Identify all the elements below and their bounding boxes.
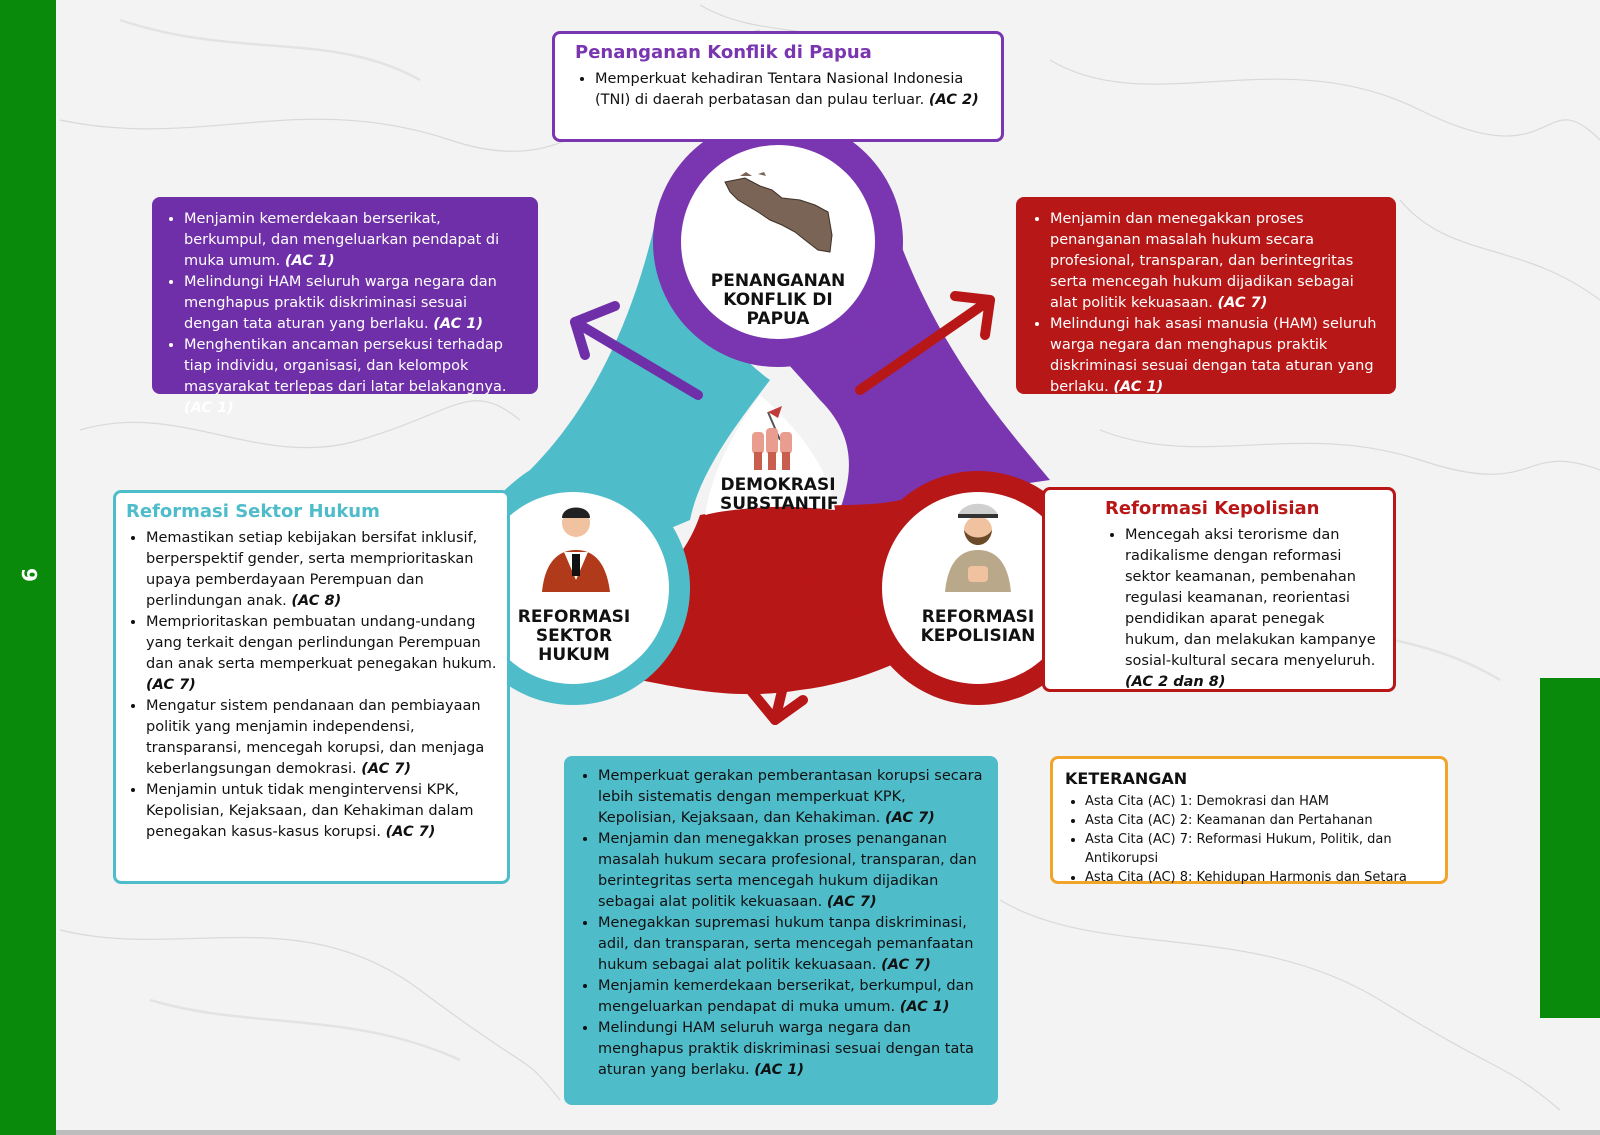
list-item: Mencegah aksi terorisme dan radikalisme … (1125, 525, 1381, 693)
papua-box-title: Penanganan Konflik di Papua (575, 42, 872, 63)
red-box-list: Menjamin dan menegakkan proses penangana… (1030, 209, 1384, 398)
list-item: Memperkuat gerakan pemberantasan korupsi… (598, 766, 986, 829)
item-text: Menjamin kemerdekaan berserikat, berkump… (598, 978, 974, 1015)
legend-item: Asta Cita (AC) 1: Demokrasi dan HAM (1085, 792, 1433, 811)
list-item: Menghentikan ancaman persekusi terhadap … (184, 335, 526, 419)
item-text: Menjamin dan menegakkan proses penangana… (598, 831, 977, 910)
list-item: Memprioritaskan pembuatan undang-undang … (146, 612, 497, 696)
asta-cita-tag: (AC 7) (884, 810, 935, 826)
arrow-down (747, 570, 815, 725)
asta-cita-tag: (AC 7) (1217, 295, 1268, 311)
asta-cita-tag: (AC 2) (928, 92, 979, 108)
item-text: Memperkuat gerakan pemberantasan korupsi… (598, 768, 983, 826)
list-item: Menjamin kemerdekaan berserikat, berkump… (184, 209, 526, 272)
item-text: Melindungi HAM seluruh warga negara dan … (598, 1020, 974, 1078)
list-item: Mengatur sistem pendanaan dan pembiayaan… (146, 696, 497, 780)
hukum-circle-label: REFORMASI SEKTOR HUKUM (517, 607, 631, 665)
item-text: Melindungi HAM seluruh warga negara dan … (184, 274, 497, 332)
left-green-bar (0, 0, 56, 1135)
police-officer-icon (945, 503, 1011, 592)
list-item: Menjamin untuk tidak mengintervensi KPK,… (146, 780, 497, 843)
item-text: Menghentikan ancaman persekusi terhadap … (184, 337, 507, 395)
papua-circle-label: PENANGANAN KONFLIK DI PAPUA (710, 271, 846, 329)
center-label: DEMOKRASI SUBSTANTIF (720, 475, 839, 514)
protest-fists-icon (752, 406, 792, 470)
right-green-tab (1540, 678, 1600, 1018)
legend-item: Asta Cita (AC) 8: Kehidupan Harmonis dan… (1085, 868, 1433, 887)
list-item: Menjamin dan menegakkan proses penangana… (1050, 209, 1384, 314)
kepolisian-box-title: Reformasi Kepolisian (1105, 498, 1320, 519)
hukum-box-title: Reformasi Sektor Hukum (126, 501, 380, 522)
asta-cita-tag: (AC 1) (284, 253, 335, 269)
asta-cita-tag: (AC 7) (385, 824, 436, 840)
asta-cita-tag: (AC 1) (1113, 379, 1164, 395)
asta-cita-tag: (AC 7) (881, 957, 931, 973)
teal-box: Memperkuat gerakan pemberantasan korupsi… (564, 756, 998, 1105)
asta-cita-tag: (AC 1) (433, 316, 484, 332)
item-text: Memastikan setiap kebijakan bersifat ink… (146, 530, 478, 609)
item-text: Memprioritaskan pembuatan undang-undang … (146, 614, 497, 672)
teal-box-list: Memperkuat gerakan pemberantasan korupsi… (578, 766, 986, 1081)
judge-icon (542, 507, 610, 592)
asta-cita-tag: (AC 7) (826, 894, 877, 910)
list-item: Memperkuat kehadiran Tentara Nasional In… (595, 69, 983, 111)
list-item: Memastikan setiap kebijakan bersifat ink… (146, 528, 497, 612)
legend-item: Asta Cita (AC) 7: Reformasi Hukum, Polit… (1085, 830, 1433, 868)
item-text: Menjamin untuk tidak mengintervensi KPK,… (146, 782, 474, 840)
arrow-upper-left (570, 301, 703, 400)
asta-cita-tag: (AC 7) (361, 761, 411, 777)
asta-cita-tag: (AC 7) (146, 677, 196, 693)
keterangan-list: Asta Cita (AC) 1: Demokrasi dan HAMAsta … (1065, 792, 1433, 887)
asta-cita-tag: (AC 1) (184, 400, 234, 416)
papua-map-icon (724, 172, 833, 253)
arrow-upper-right (855, 291, 995, 395)
purple-box: Menjamin kemerdekaan berserikat, berkump… (152, 197, 538, 416)
item-text: Mengatur sistem pendanaan dan pembiayaan… (146, 698, 485, 777)
asta-cita-tag: (AC 8) (291, 593, 342, 609)
item-text: Menegakkan supremasi hukum tanpa diskrim… (598, 915, 974, 973)
keterangan-box: KETERANGAN Asta Cita (AC) 1: Demokrasi d… (1050, 756, 1448, 887)
papua-box-list: Memperkuat kehadiran Tentara Nasional In… (575, 69, 983, 111)
list-item: Menegakkan supremasi hukum tanpa diskrim… (598, 913, 986, 976)
item-text: Mencegah aksi terorisme dan radikalisme … (1125, 527, 1376, 669)
hukum-box-list: Memastikan setiap kebijakan bersifat ink… (126, 528, 497, 843)
keterangan-title: KETERANGAN (1065, 769, 1188, 788)
legend-item: Asta Cita (AC) 2: Keamanan dan Pertahana… (1085, 811, 1433, 830)
kepolisian-box-list: Mencegah aksi terorisme dan radikalisme … (1105, 525, 1381, 693)
asta-cita-tag: (AC 1) (899, 999, 950, 1015)
list-item: Melindungi HAM seluruh warga negara dan … (598, 1018, 986, 1081)
list-item: Melindungi hak asasi manusia (HAM) selur… (1050, 314, 1384, 398)
list-item: Menjamin dan menegakkan proses penangana… (598, 829, 986, 913)
bottom-divider (56, 1130, 1600, 1135)
papua-box: Penanganan Konflik di Papua Memperkuat k… (552, 31, 1004, 142)
item-text: Melindungi hak asasi manusia (HAM) selur… (1050, 316, 1377, 395)
kepolisian-box: Reformasi Kepolisian Mencegah aksi teror… (1042, 487, 1396, 692)
asta-cita-tag: (AC 1) (754, 1062, 805, 1078)
item-text: Memperkuat kehadiran Tentara Nasional In… (595, 71, 964, 108)
asta-cita-tag: (AC 2 dan 8) (1125, 674, 1226, 690)
red-box: Menjamin dan menegakkan proses penangana… (1016, 197, 1396, 395)
list-item: Menjamin kemerdekaan berserikat, berkump… (598, 976, 986, 1018)
list-item: Melindungi HAM seluruh warga negara dan … (184, 272, 526, 335)
item-text: Menjamin kemerdekaan berserikat, berkump… (184, 211, 500, 269)
item-text: Menjamin dan menegakkan proses penangana… (1050, 211, 1354, 311)
hukum-box: Reformasi Sektor Hukum Memastikan setiap… (113, 490, 510, 884)
purple-box-list: Menjamin kemerdekaan berserikat, berkump… (164, 209, 526, 419)
kepolisian-circle-label: REFORMASI KEPOLISIAN (920, 607, 1036, 646)
